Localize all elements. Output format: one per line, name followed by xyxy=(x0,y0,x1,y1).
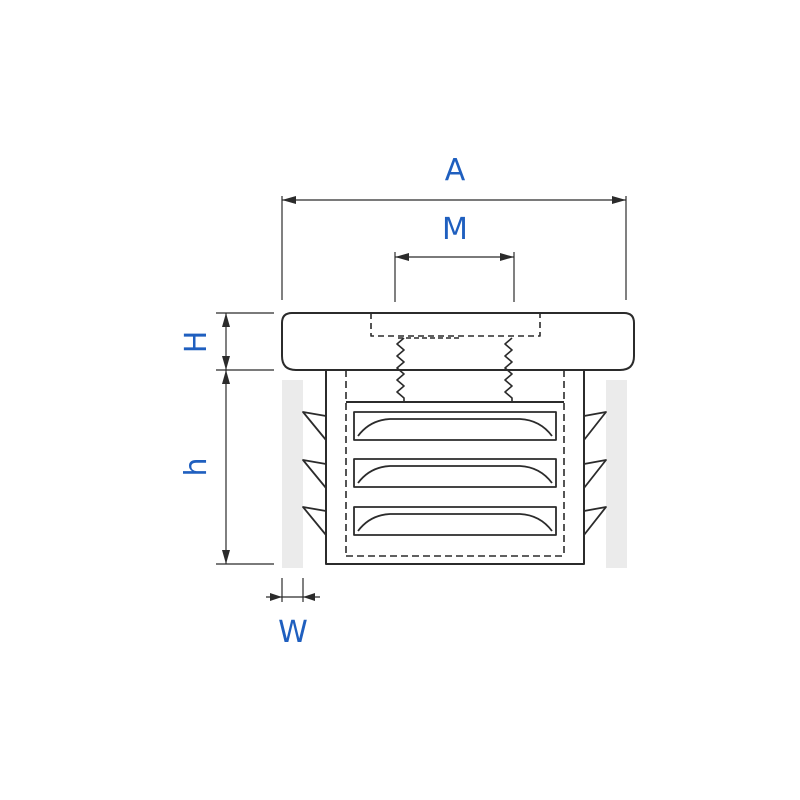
body-inner-hidden-lines xyxy=(345,370,565,557)
thread-left xyxy=(396,337,405,402)
label-h: h xyxy=(179,457,214,476)
threaded-insert xyxy=(346,313,564,403)
cap-drawing xyxy=(281,312,635,565)
dimension-h xyxy=(216,370,274,565)
dimension-lines xyxy=(216,196,627,602)
tube-wall-right xyxy=(606,380,627,568)
dimension-M xyxy=(394,252,515,302)
dimension-labels: A M H h W xyxy=(179,153,468,650)
label-W: W xyxy=(278,615,308,650)
cap-body xyxy=(325,369,585,565)
label-H: H xyxy=(179,331,214,354)
label-A: A xyxy=(445,153,466,188)
body-slots xyxy=(353,411,557,536)
label-M: M xyxy=(442,212,468,247)
thread-right xyxy=(504,337,513,402)
dimension-H xyxy=(216,312,274,371)
tube-wall-left xyxy=(282,380,303,568)
fins-left xyxy=(302,411,327,536)
fins-right xyxy=(583,411,607,536)
cap-head xyxy=(281,312,635,371)
tube-walls xyxy=(282,380,627,568)
dimension-W xyxy=(266,578,320,602)
dimension-A xyxy=(281,196,627,300)
